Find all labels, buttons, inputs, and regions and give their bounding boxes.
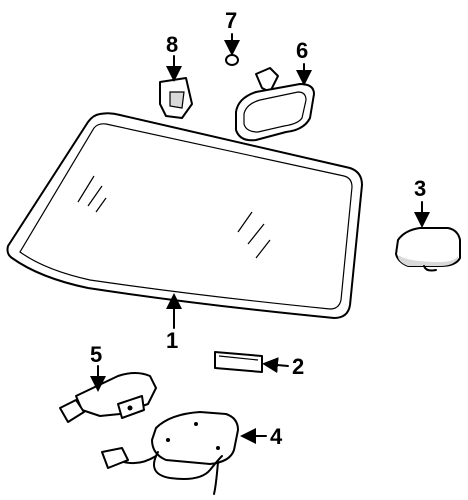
callout-label-3: 3 <box>414 176 426 201</box>
rain-sensor <box>395 227 461 272</box>
callout-label-4: 4 <box>270 424 283 449</box>
callout-1: 1 <box>166 293 182 353</box>
clip <box>225 54 239 66</box>
callout-8: 8 <box>166 32 182 82</box>
callout-6: 6 <box>296 38 312 86</box>
sensor-module <box>101 411 239 495</box>
callout-5: 5 <box>90 342 106 392</box>
callout-7: 7 <box>224 8 240 56</box>
callout-2: 2 <box>262 354 304 379</box>
bracket <box>159 77 193 119</box>
callout-label-2: 2 <box>292 354 304 379</box>
callout-4: 4 <box>240 424 283 449</box>
callout-label-8: 8 <box>166 32 178 57</box>
mirror-mount <box>59 372 157 423</box>
callout-label-6: 6 <box>296 38 308 63</box>
callout-label-5: 5 <box>90 342 102 367</box>
callout-label-7: 7 <box>225 8 237 33</box>
rear-view-mirror <box>235 67 315 142</box>
callout-label-1: 1 <box>166 328 178 353</box>
windshield-glass <box>6 112 363 319</box>
callout-3: 3 <box>414 176 430 228</box>
trim-strip <box>214 351 263 373</box>
